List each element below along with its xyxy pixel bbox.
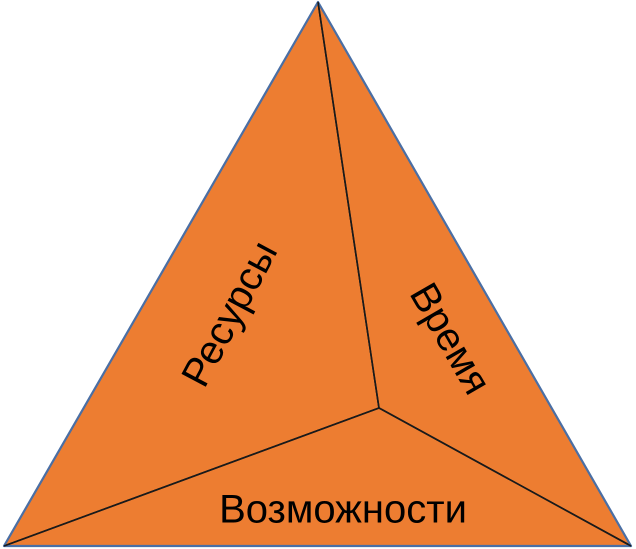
edge-apex-center	[317, 1, 380, 409]
label-opportunities: Возможности	[219, 488, 467, 532]
edge-center-right	[378, 407, 632, 547]
edge-center-left	[3, 407, 380, 547]
